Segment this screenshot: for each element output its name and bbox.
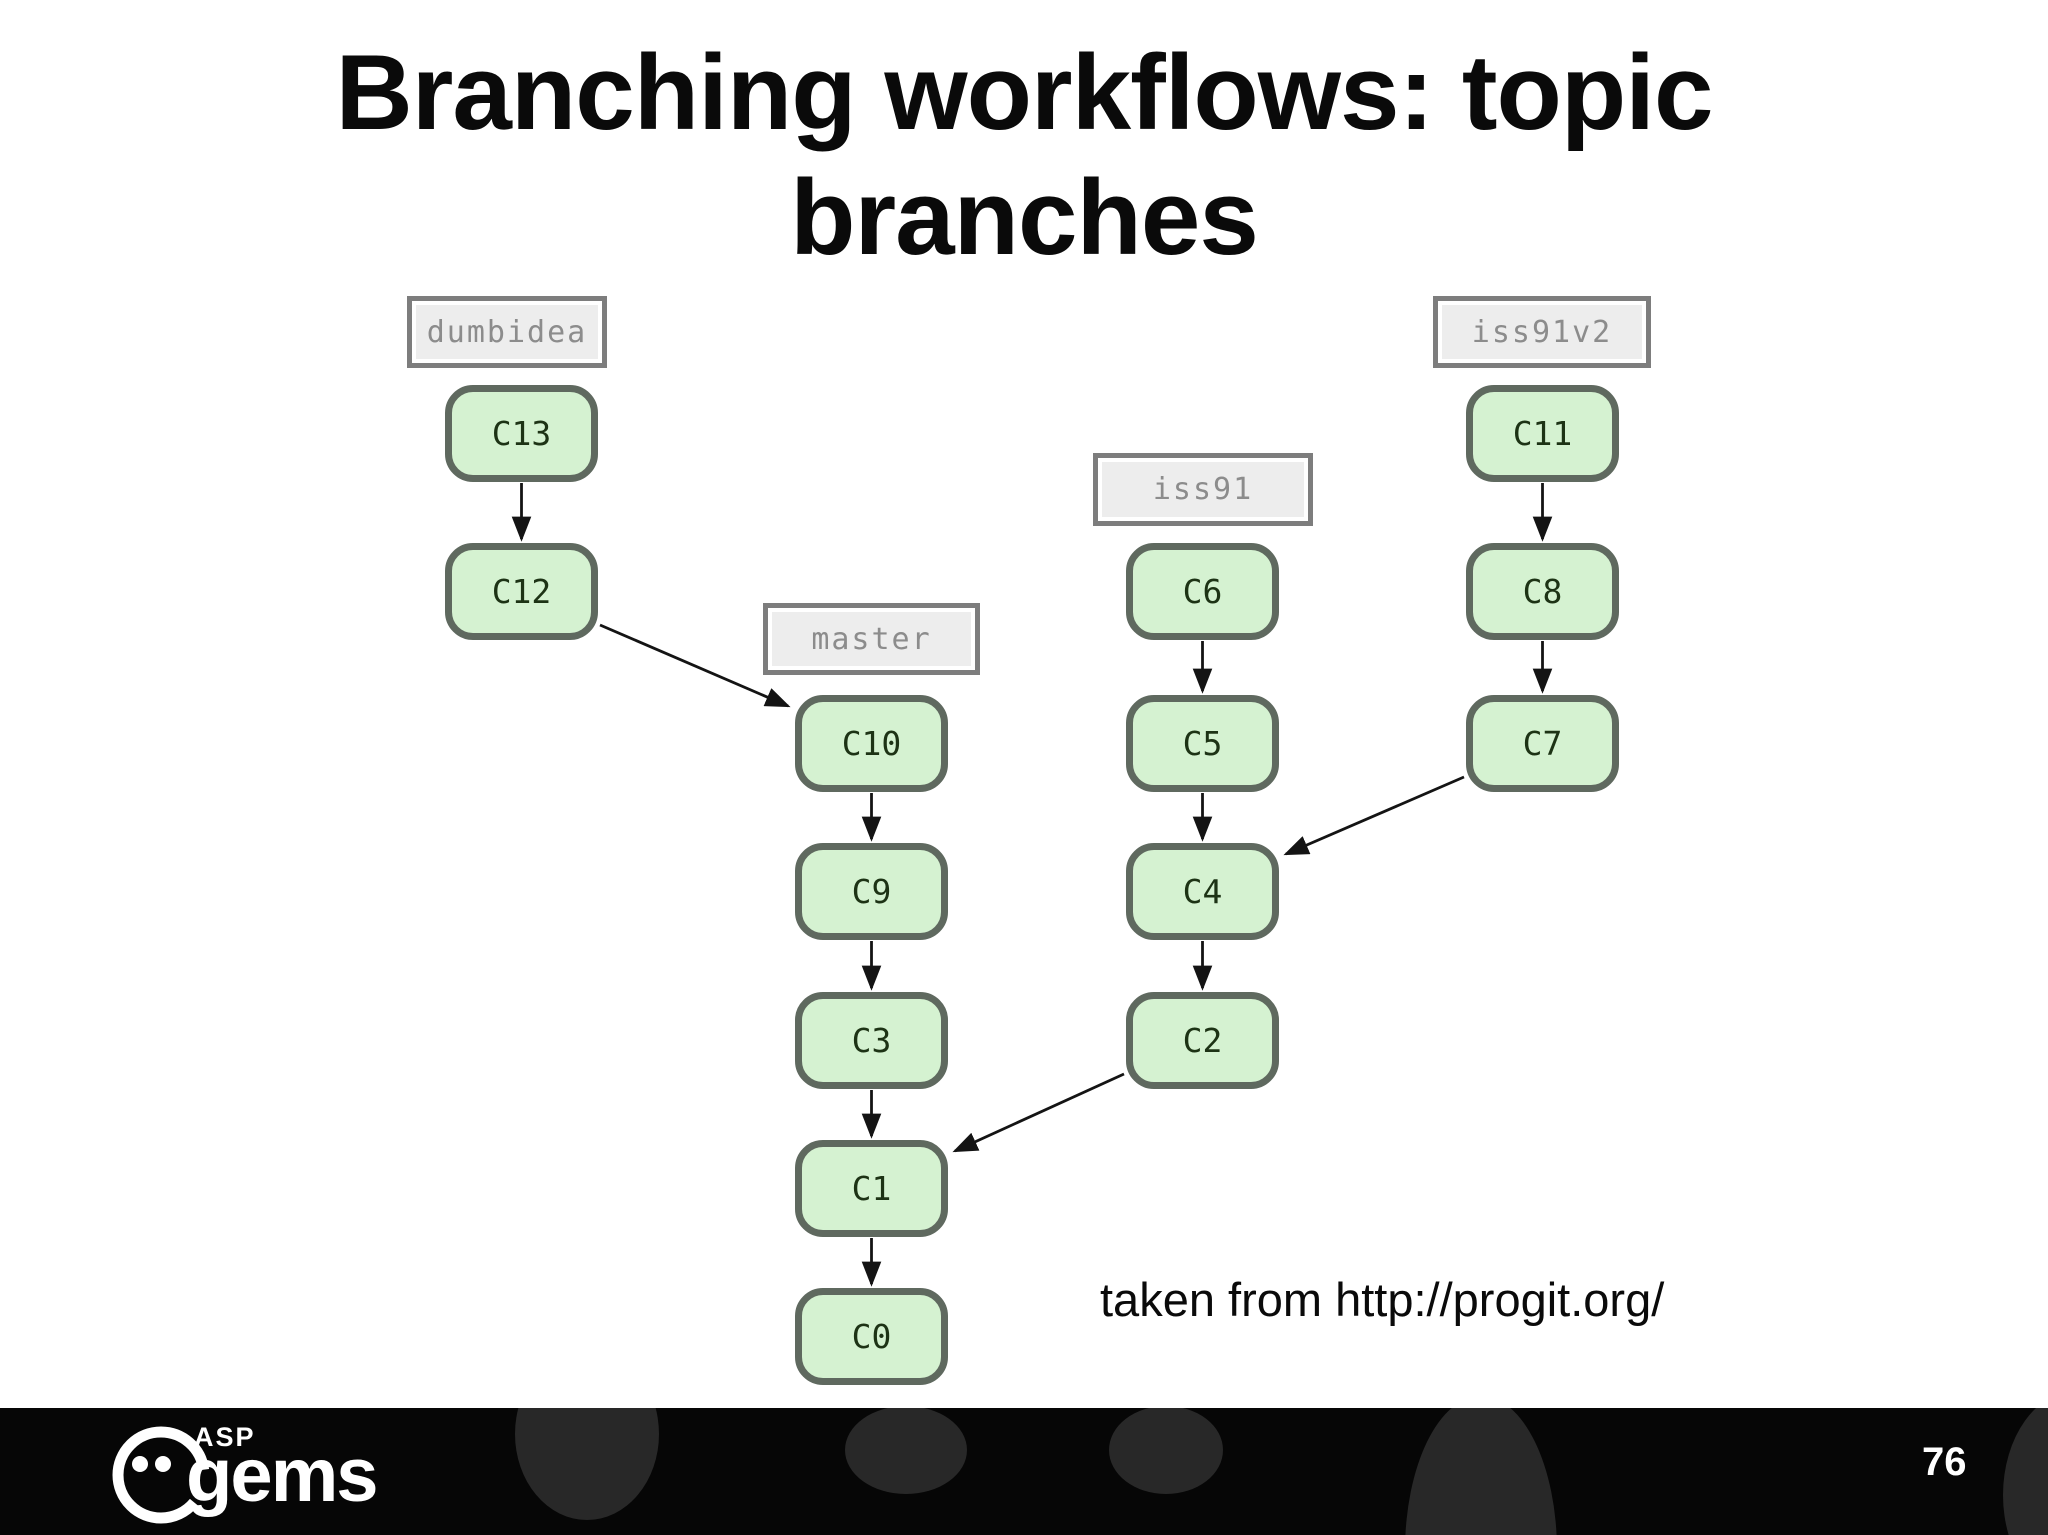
commit-node-C7: C7 — [1466, 695, 1619, 792]
page-number: 76 — [1922, 1440, 1967, 1484]
footer-decor-circle-5 — [2003, 1408, 2048, 1535]
branch-label-iss91: iss91 — [1093, 453, 1313, 526]
branch-label-dumbidea: dumbidea — [407, 296, 607, 368]
commit-node-C9: C9 — [795, 843, 948, 940]
commit-node-C10: C10 — [795, 695, 948, 792]
commit-node-C5: C5 — [1126, 695, 1279, 792]
footer-decor-circle-3 — [1109, 1408, 1223, 1494]
footer-decor-circle-4 — [1405, 1408, 1557, 1535]
commit-node-C13: C13 — [445, 385, 598, 482]
footer-decor-circle-2 — [845, 1408, 967, 1494]
edge-C12-C10 — [599, 623, 791, 708]
footer-decor-circle-1 — [515, 1408, 659, 1520]
footer-bar: ASP gems 76 — [0, 1408, 2048, 1535]
commit-node-C0: C0 — [795, 1288, 948, 1385]
commit-node-C11: C11 — [1466, 385, 1619, 482]
edge-C7-C4 — [1283, 775, 1465, 856]
edge-C2-C1 — [952, 1072, 1125, 1153]
logo-asp-text: ASP — [194, 1422, 256, 1452]
slide-title-line1: Branching workflows: topic — [335, 32, 1714, 152]
logo-gems-text: gems — [186, 1433, 379, 1518]
branch-label-master: master — [763, 603, 980, 675]
commit-node-C1: C1 — [795, 1140, 948, 1237]
commit-node-C4: C4 — [1126, 843, 1279, 940]
branch-label-iss91v2: iss91v2 — [1433, 296, 1651, 368]
slide-title: Branching workflows: topic branches — [0, 30, 2048, 280]
commit-node-C8: C8 — [1466, 543, 1619, 640]
commit-node-C12: C12 — [445, 543, 598, 640]
commit-node-C6: C6 — [1126, 543, 1279, 640]
smiley-face-icon — [112, 1426, 210, 1524]
attribution-text: taken from http://progit.org/ — [1100, 1273, 1665, 1326]
slide-title-line2: branches — [790, 157, 1259, 278]
commit-node-C2: C2 — [1126, 992, 1279, 1089]
commit-node-C3: C3 — [795, 992, 948, 1089]
